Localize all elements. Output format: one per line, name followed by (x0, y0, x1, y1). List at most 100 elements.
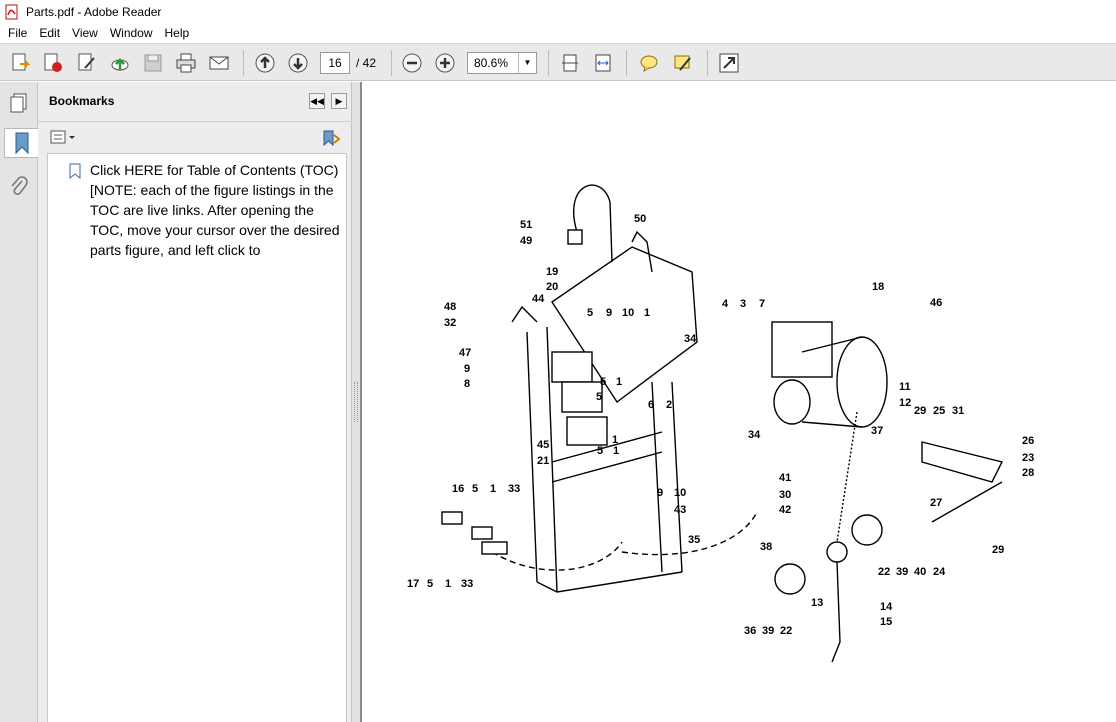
valve-body (551, 351, 593, 383)
attachments-button[interactable] (4, 172, 34, 202)
callout-label: 20 (546, 281, 558, 293)
create-pdf-button[interactable] (40, 50, 66, 76)
callout-label: 5 (427, 578, 433, 590)
menu-file[interactable]: File (8, 26, 28, 40)
callout-label: 1 (616, 376, 622, 388)
callout-label: 15 (880, 616, 892, 628)
hook-part (631, 230, 653, 273)
zoom-in-button[interactable] (432, 50, 458, 76)
callout-label: 23 (1022, 452, 1034, 464)
callout-label: 11 (899, 381, 911, 393)
toolbar-separator (548, 50, 549, 76)
callout-label: 16 (452, 483, 464, 495)
winch-housing (771, 321, 833, 378)
callout-label: 3 (740, 298, 746, 310)
motor-part (773, 379, 811, 425)
arrow-up-icon (255, 53, 275, 73)
menu-window[interactable]: Window (109, 26, 153, 40)
highlight-button[interactable] (670, 50, 696, 76)
bookmark-toc-item[interactable]: Click HERE for Table of Contents (TOC) [… (66, 160, 340, 260)
callout-label: 1 (644, 307, 650, 319)
fit-page-button[interactable] (557, 50, 583, 76)
new-bookmark-icon[interactable] (321, 129, 341, 150)
zoom-level-select[interactable]: 80.6% ▼ (467, 52, 537, 74)
fit-width-button[interactable] (590, 50, 616, 76)
sheave-part (826, 541, 848, 563)
callout-label: 35 (688, 534, 700, 546)
frame-outline (551, 246, 698, 404)
callout-label: 27 (930, 497, 942, 509)
toolbar-separator (243, 50, 244, 76)
pdf-file-icon (4, 4, 20, 20)
callout-label: 28 (1022, 467, 1034, 479)
hose-line (491, 541, 623, 571)
open-file-button[interactable] (8, 50, 34, 76)
callout-label: 48 (444, 301, 456, 313)
callout-label: 25 (933, 405, 945, 417)
bookmark-icon (15, 132, 28, 155)
drum-outline (801, 336, 863, 428)
callout-label: 19 (546, 266, 558, 278)
callout-label: 24 (933, 566, 946, 578)
edit-pdf-button[interactable] (74, 50, 100, 76)
navigation-rail (0, 82, 38, 722)
open-icon (12, 53, 31, 71)
callout-label: 26 (1022, 435, 1034, 447)
menu-edit[interactable]: Edit (39, 26, 61, 40)
page-thumbnails-button[interactable] (4, 88, 34, 118)
save-button[interactable] (140, 50, 166, 76)
callout-label: 10 (674, 487, 686, 499)
email-button[interactable] (206, 50, 232, 76)
page-total: / 42 (356, 56, 377, 70)
document-view[interactable]: 51 50 49 19 20 18 46 48 32 44 5 9 10 1 4… (360, 82, 1116, 722)
callout-label: 33 (508, 483, 520, 495)
expand-icon (719, 53, 739, 73)
page-number-input[interactable]: 16 (320, 52, 350, 74)
previous-page-button[interactable] (252, 50, 278, 76)
callout-label: 44 (532, 293, 545, 305)
envelope-icon (209, 56, 229, 70)
next-page-button[interactable] (285, 50, 311, 76)
paperclip-icon (11, 176, 28, 195)
upload-button[interactable] (107, 50, 133, 76)
save-icon (144, 54, 162, 72)
panel-splitter[interactable] (352, 82, 360, 722)
callout-label: 46 (930, 297, 942, 309)
callout-label: 14 (880, 601, 893, 613)
comment-button[interactable] (636, 50, 662, 76)
callout-label: 1 (613, 445, 619, 457)
expand-panel-icon[interactable]: ▶ (331, 93, 347, 109)
print-button[interactable] (173, 50, 199, 76)
options-menu-icon[interactable] (50, 129, 76, 148)
menu-help[interactable]: Help (164, 26, 190, 40)
callout-label: 34 (684, 333, 697, 345)
pages-icon (10, 93, 27, 113)
callout-label: 21 (537, 455, 549, 467)
chevron-down-icon[interactable]: ▼ (518, 53, 536, 73)
bookmarks-toolbar (38, 123, 352, 151)
expand-button[interactable] (716, 50, 742, 76)
callout-label: 7 (759, 298, 765, 310)
bookmarks-panel-button[interactable] (4, 128, 38, 158)
zoom-out-button[interactable] (399, 50, 425, 76)
callout-label: 1 (490, 483, 496, 495)
callout-label: 39 (896, 566, 908, 578)
connector-part (567, 229, 583, 245)
valve-body (561, 381, 603, 413)
splitter-grip (354, 382, 358, 422)
toolbar-separator (707, 50, 708, 76)
collapse-panel-icon[interactable]: ◀◀ (309, 93, 325, 109)
fitting-part (481, 541, 508, 555)
callout-label: 13 (811, 597, 823, 609)
callout-label: 42 (779, 504, 791, 516)
fitting-part (441, 511, 463, 525)
callout-label: 1 (612, 434, 618, 446)
callout-label: 9 (464, 363, 470, 375)
callout-label: 50 (634, 213, 646, 225)
menu-view[interactable]: View (72, 26, 98, 40)
fit-width-icon (595, 54, 611, 72)
fitting-part (471, 526, 493, 540)
printer-icon (176, 53, 196, 73)
zoom-level-value: 80.6% (474, 56, 509, 70)
valve-body (566, 416, 608, 446)
